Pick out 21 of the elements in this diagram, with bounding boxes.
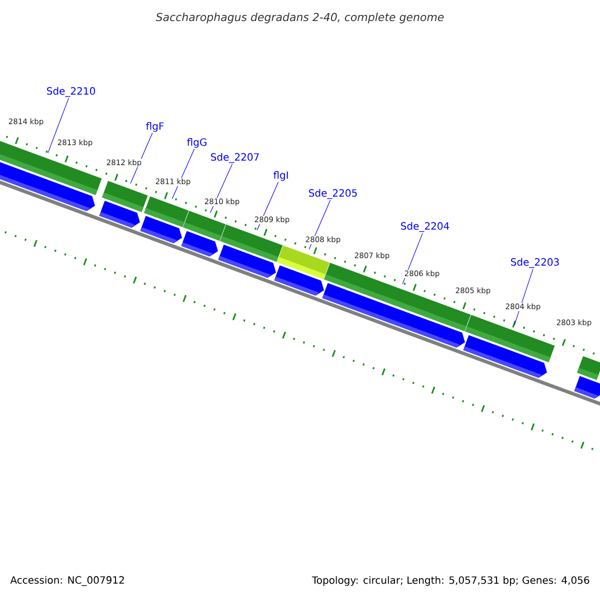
gene-segment: [274, 265, 324, 296]
gene-segment: [218, 244, 276, 278]
leader-line: [48, 98, 69, 154]
gene-label: flgG: [187, 138, 206, 148]
footer-text: Accession: NC_007912: [10, 576, 124, 586]
gene-segment: [140, 216, 182, 244]
title: Saccharophagus degradans 2-40, complete genome: [156, 12, 444, 24]
gene-label: Sde_2207: [211, 153, 259, 163]
gene-label: Sde_2203: [511, 258, 559, 268]
gene-label: Sde_2204: [401, 222, 450, 232]
gene-segment: [99, 200, 140, 228]
gene-bar: [576, 356, 600, 380]
gene-label: flgI: [273, 171, 288, 181]
footer-text: Topology: circular; Length: 5,057,531 bp; Genes: 4,056: [312, 576, 590, 586]
gene-label: flgF: [146, 122, 164, 132]
gene-segment: [574, 376, 600, 399]
gene-segment: [463, 335, 547, 378]
gene-segment: [0, 159, 95, 212]
gene-label: Sde_2205: [309, 189, 357, 199]
gene-label: Sde_2210: [47, 87, 95, 97]
gene-segment: [181, 231, 218, 256]
